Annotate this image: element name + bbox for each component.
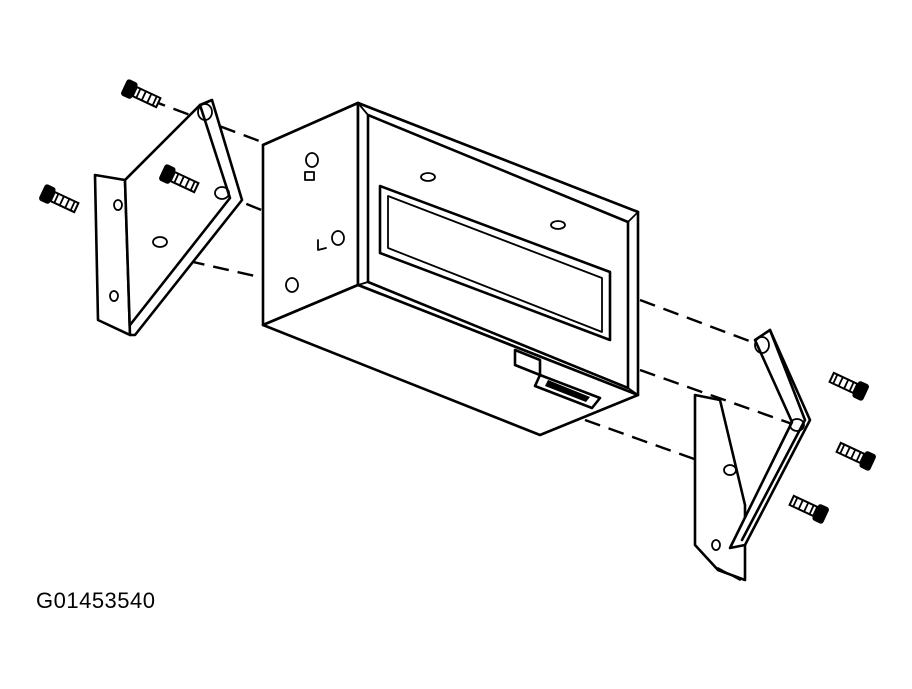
- module-housing: [261, 101, 640, 437]
- electrical-connector: [513, 348, 602, 410]
- right-bolt-top: [828, 371, 869, 401]
- left-mounting-bracket: [93, 98, 244, 337]
- figure-caption-id: G01453540: [36, 588, 156, 613]
- left-bolt-lower: [39, 184, 80, 214]
- right-mounting-bracket: [693, 328, 812, 582]
- right-bolt-middle: [835, 441, 876, 471]
- left-bolt-top: [121, 79, 162, 109]
- left-bolt-middle: [159, 164, 200, 194]
- right-bolt-lower: [788, 494, 829, 524]
